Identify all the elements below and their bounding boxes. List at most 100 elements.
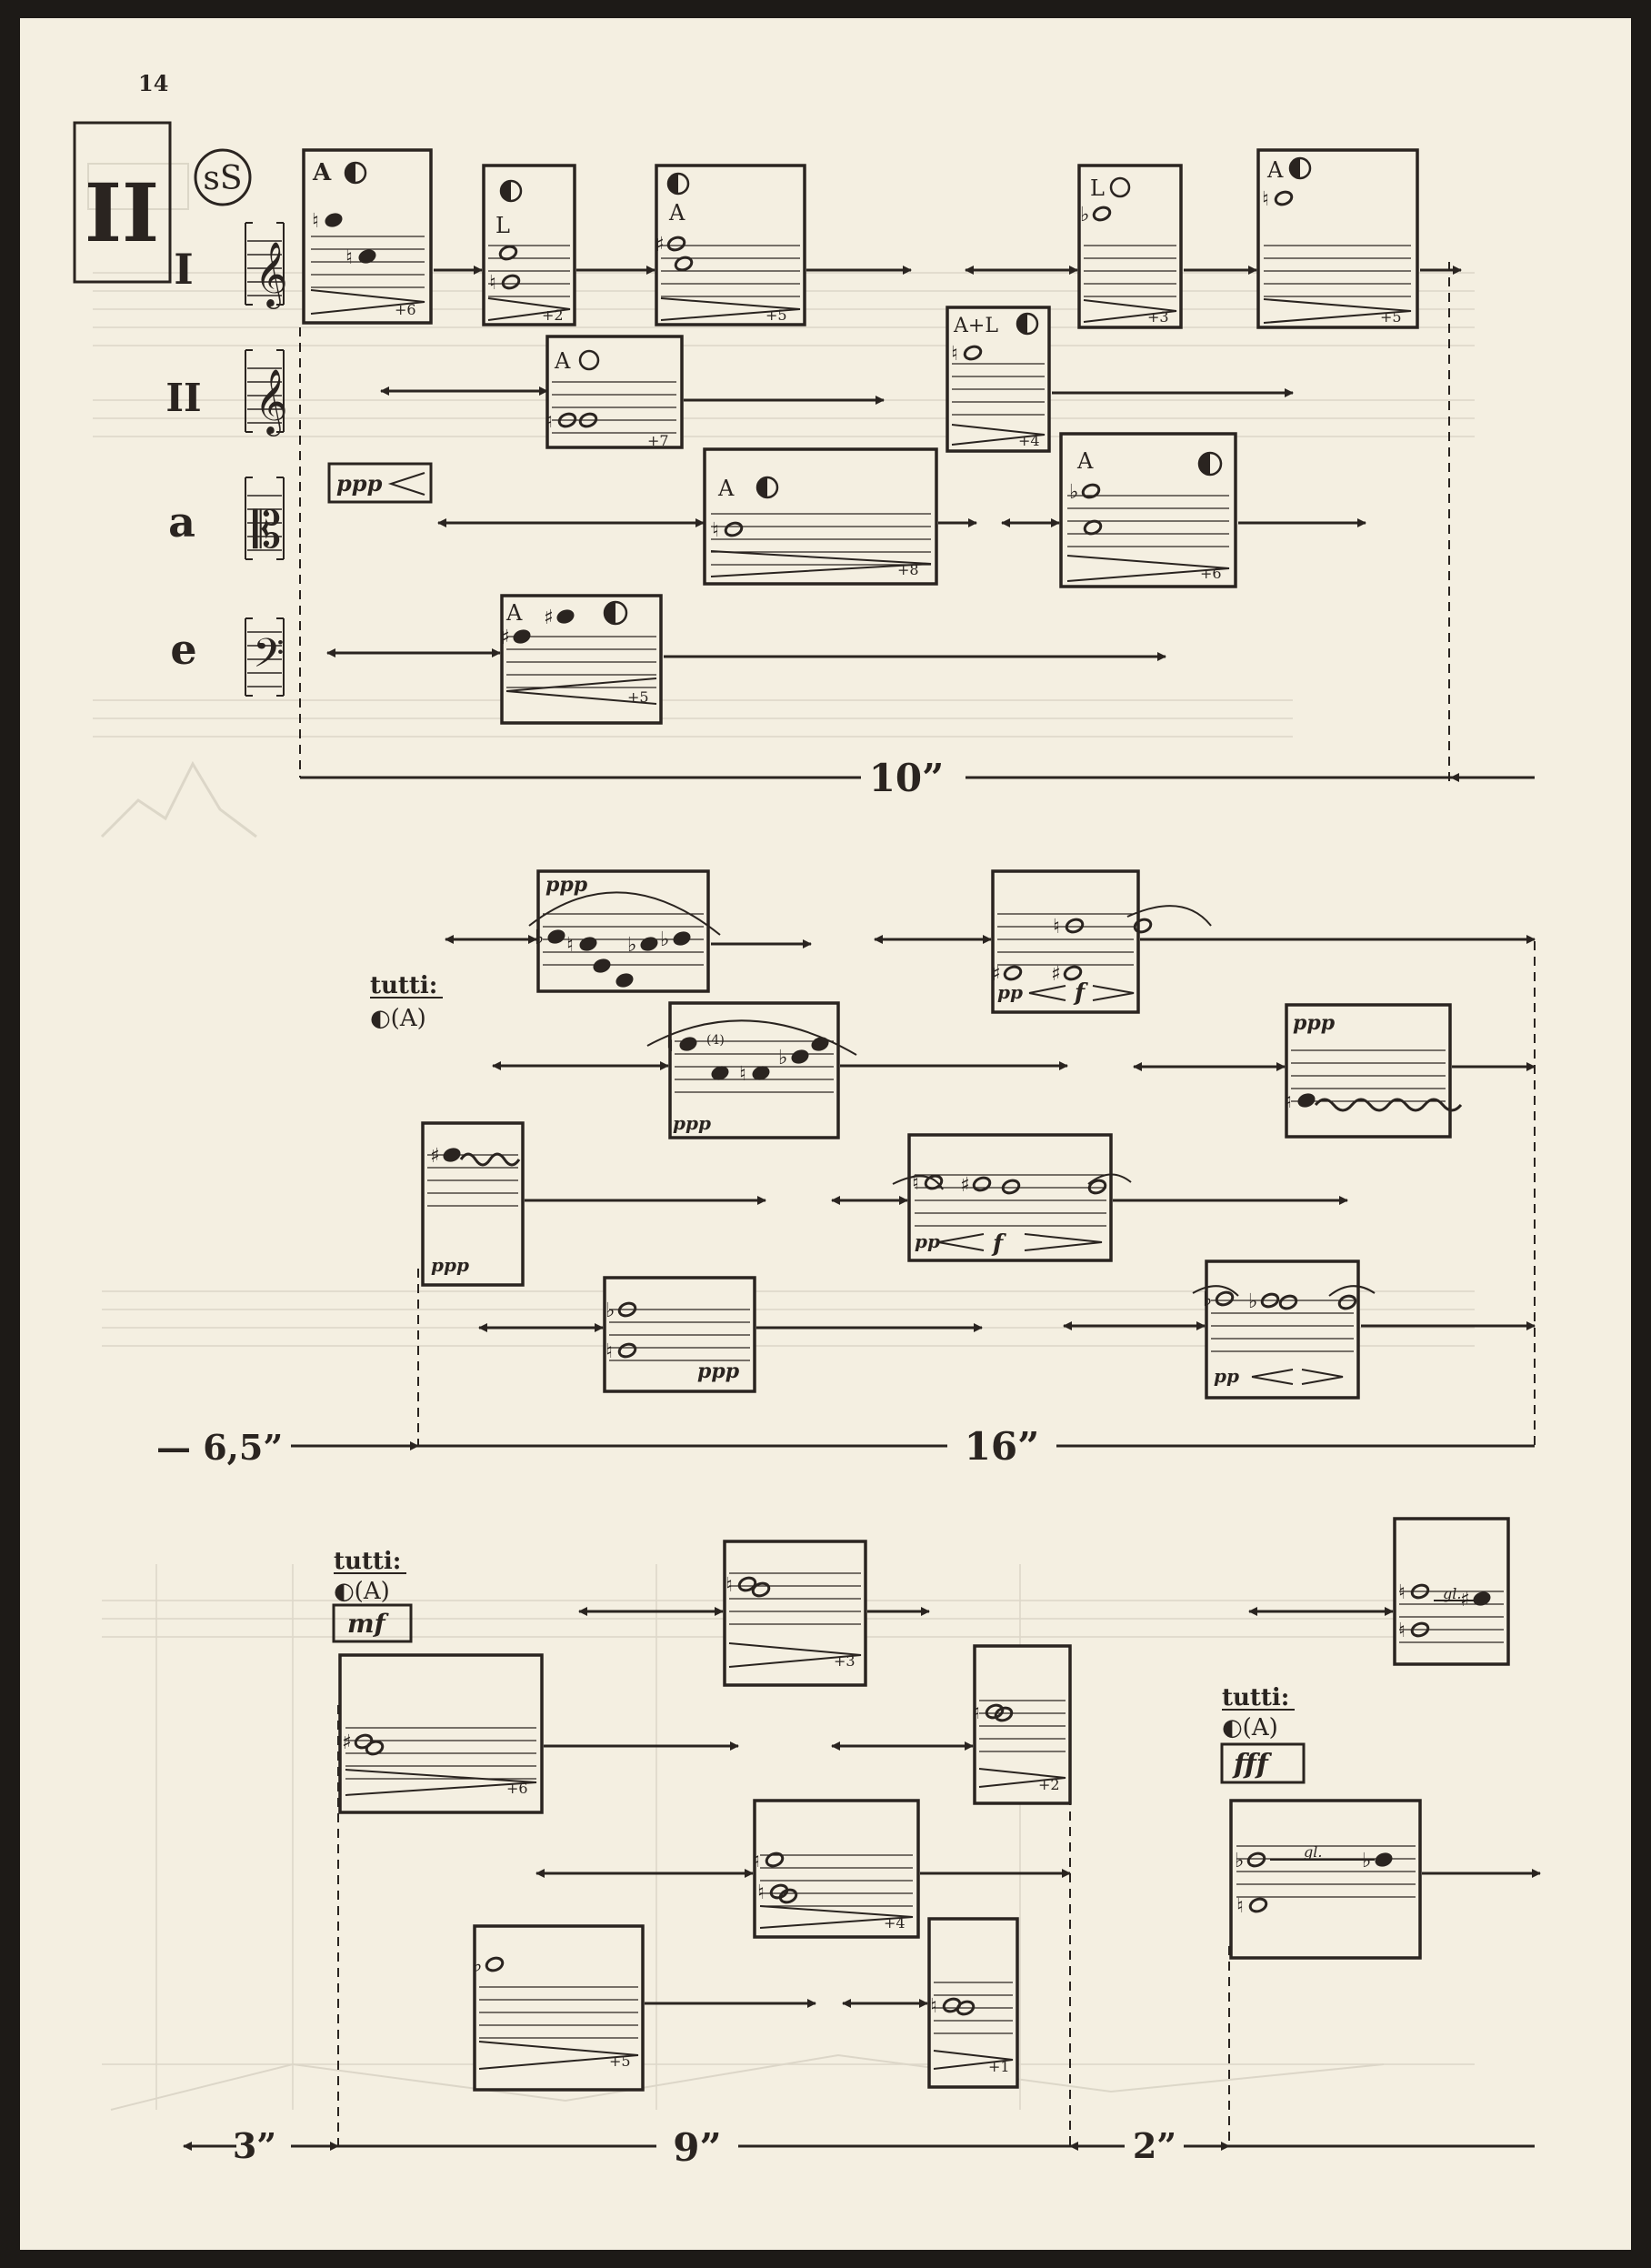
sound-box-e-1: A♯♯+5 (500, 594, 663, 725)
note-head (674, 256, 694, 272)
section-circle (194, 148, 252, 206)
note-head: ♮ (566, 934, 597, 957)
dynamic-box-ppp (327, 462, 433, 504)
note-head: ♮ (489, 272, 521, 295)
note-head: ♯ (544, 607, 575, 629)
svg-text:𝄞: 𝄞 (255, 240, 288, 309)
svg-text:♭: ♭ (1203, 1289, 1212, 1311)
note-head (578, 412, 598, 428)
note-head (1087, 1179, 1107, 1195)
score-text: +7 (647, 432, 669, 449)
hairpin (978, 1768, 1066, 1788)
hairpin (710, 550, 932, 577)
dynamic-box-fff (1220, 1742, 1306, 1784)
svg-text:♮: ♮ (1262, 188, 1269, 211)
note-head: ♮ (1398, 1581, 1430, 1604)
score-text: +5 (1380, 308, 1402, 326)
duration-9s: 9” (673, 2125, 721, 2170)
svg-text:♮: ♮ (605, 1340, 613, 1363)
svg-text:♭: ♭ (627, 934, 636, 957)
note-head: ♭ (473, 1954, 505, 1977)
sound-box-ii-1: A♮+7 (545, 335, 684, 449)
svg-text:♮: ♮ (912, 1172, 919, 1195)
sound-box-i-2: L♮+2 (482, 164, 576, 326)
hairpin (933, 2050, 1014, 2070)
note-head: ♮ (545, 410, 577, 433)
crescendo-hairpin (1251, 1369, 1294, 1385)
note-head: ♮ (1236, 1895, 1268, 1918)
svg-text:♯: ♯ (500, 627, 510, 649)
note-head: ♮ (312, 210, 343, 233)
sound-box-s3-4: ♮+2 (973, 1644, 1072, 1805)
hairpin (951, 424, 1046, 446)
svg-text:♮: ♮ (566, 934, 574, 957)
score-text: +5 (765, 306, 787, 324)
note-head (994, 1706, 1014, 1722)
tutti-marking-3: tutti: ◐(A) fff (1220, 1684, 1306, 1784)
duration-3s: 3” (233, 2125, 276, 2166)
score-text: A (1266, 157, 1284, 183)
note-head (498, 245, 518, 261)
score-text: (4) (706, 1033, 725, 1048)
svg-text:♯: ♯ (655, 234, 665, 256)
sound-box-ii-2: A+L♮+4 (946, 306, 1051, 453)
sound-box-s3-5: ♮♮+4 (753, 1799, 920, 1939)
score-text: ppp (1293, 1011, 1336, 1035)
tutti-mark: ◐(A) (370, 1005, 426, 1032)
note-head: ♮ (739, 1063, 770, 1086)
score-text: A (1076, 448, 1094, 474)
note-head: ♭ (660, 928, 691, 951)
note-head: ♭ (1362, 1850, 1393, 1872)
note-head: ♮ (666, 1034, 697, 1057)
duration-10s: 10” (869, 756, 945, 800)
sound-box-s2-1: ppp ♭ ♮ ♭ ♭ (528, 869, 721, 993)
sound-box-s2-3: (4)♮♮♭ppp (646, 1001, 857, 1139)
svg-text:♭: ♭ (1362, 1850, 1371, 1872)
sound-box-s2-8: ♭♭pp (1192, 1259, 1376, 1400)
score-text: L (1090, 176, 1105, 201)
score-text: ppp (545, 873, 588, 897)
note-head: ♯ (960, 1174, 992, 1197)
note-head (1337, 1294, 1357, 1310)
hairpin (660, 297, 801, 321)
sound-box-i-5: A ♮ +5 (1256, 148, 1419, 329)
note-head: ♭ (1235, 1850, 1266, 1872)
score-text: +1 (988, 2058, 1010, 2075)
duration-system-3 (183, 1705, 1535, 2151)
note-head: ♯ (991, 963, 1023, 986)
score-text: +3 (1147, 308, 1169, 326)
score-text: A (505, 600, 523, 626)
note-head (593, 958, 611, 973)
duration-2s: 2” (1133, 2125, 1176, 2166)
note-head: ♭ (1203, 1289, 1235, 1311)
duration-6-5s: — 6,5” (156, 1427, 283, 1468)
note-head: ♭ (1069, 481, 1101, 504)
svg-text:♮: ♮ (951, 343, 958, 366)
score-text: +3 (834, 1652, 856, 1670)
tutti-mark: ◐(A) (1222, 1714, 1278, 1741)
note-head: ♭ (605, 1300, 637, 1322)
score-text: +4 (1018, 432, 1040, 449)
hairpin (728, 1642, 862, 1668)
duration-system-1 (299, 262, 1535, 784)
sound-box-s2-5: ♯ppp (421, 1121, 525, 1287)
hairpin (387, 472, 425, 496)
duration-system-2 (291, 941, 1536, 1450)
score-text: pp (997, 981, 1023, 1003)
svg-text:♭: ♭ (535, 927, 544, 949)
note-head: ♭ (535, 927, 565, 949)
clef-alto: 𝄡 (245, 477, 285, 560)
sound-box-i-4: L♭+3 (1077, 164, 1183, 329)
section-circle-label: sS (203, 160, 242, 197)
score-text: ppp (673, 1112, 711, 1134)
score-text: f (991, 1230, 1006, 1258)
note-head: ♭ (627, 934, 658, 957)
svg-text:♮: ♮ (973, 1701, 980, 1724)
svg-text:𝄡: 𝄡 (253, 501, 281, 560)
note-head: ♮ (725, 1574, 757, 1597)
svg-text:♯: ♯ (430, 1145, 440, 1168)
svg-text:♭: ♭ (660, 928, 669, 951)
hairpin (1066, 555, 1230, 582)
hairpin (759, 1905, 914, 1929)
sound-box-s3-2: ♮♮♯gl. (1393, 1517, 1510, 1666)
